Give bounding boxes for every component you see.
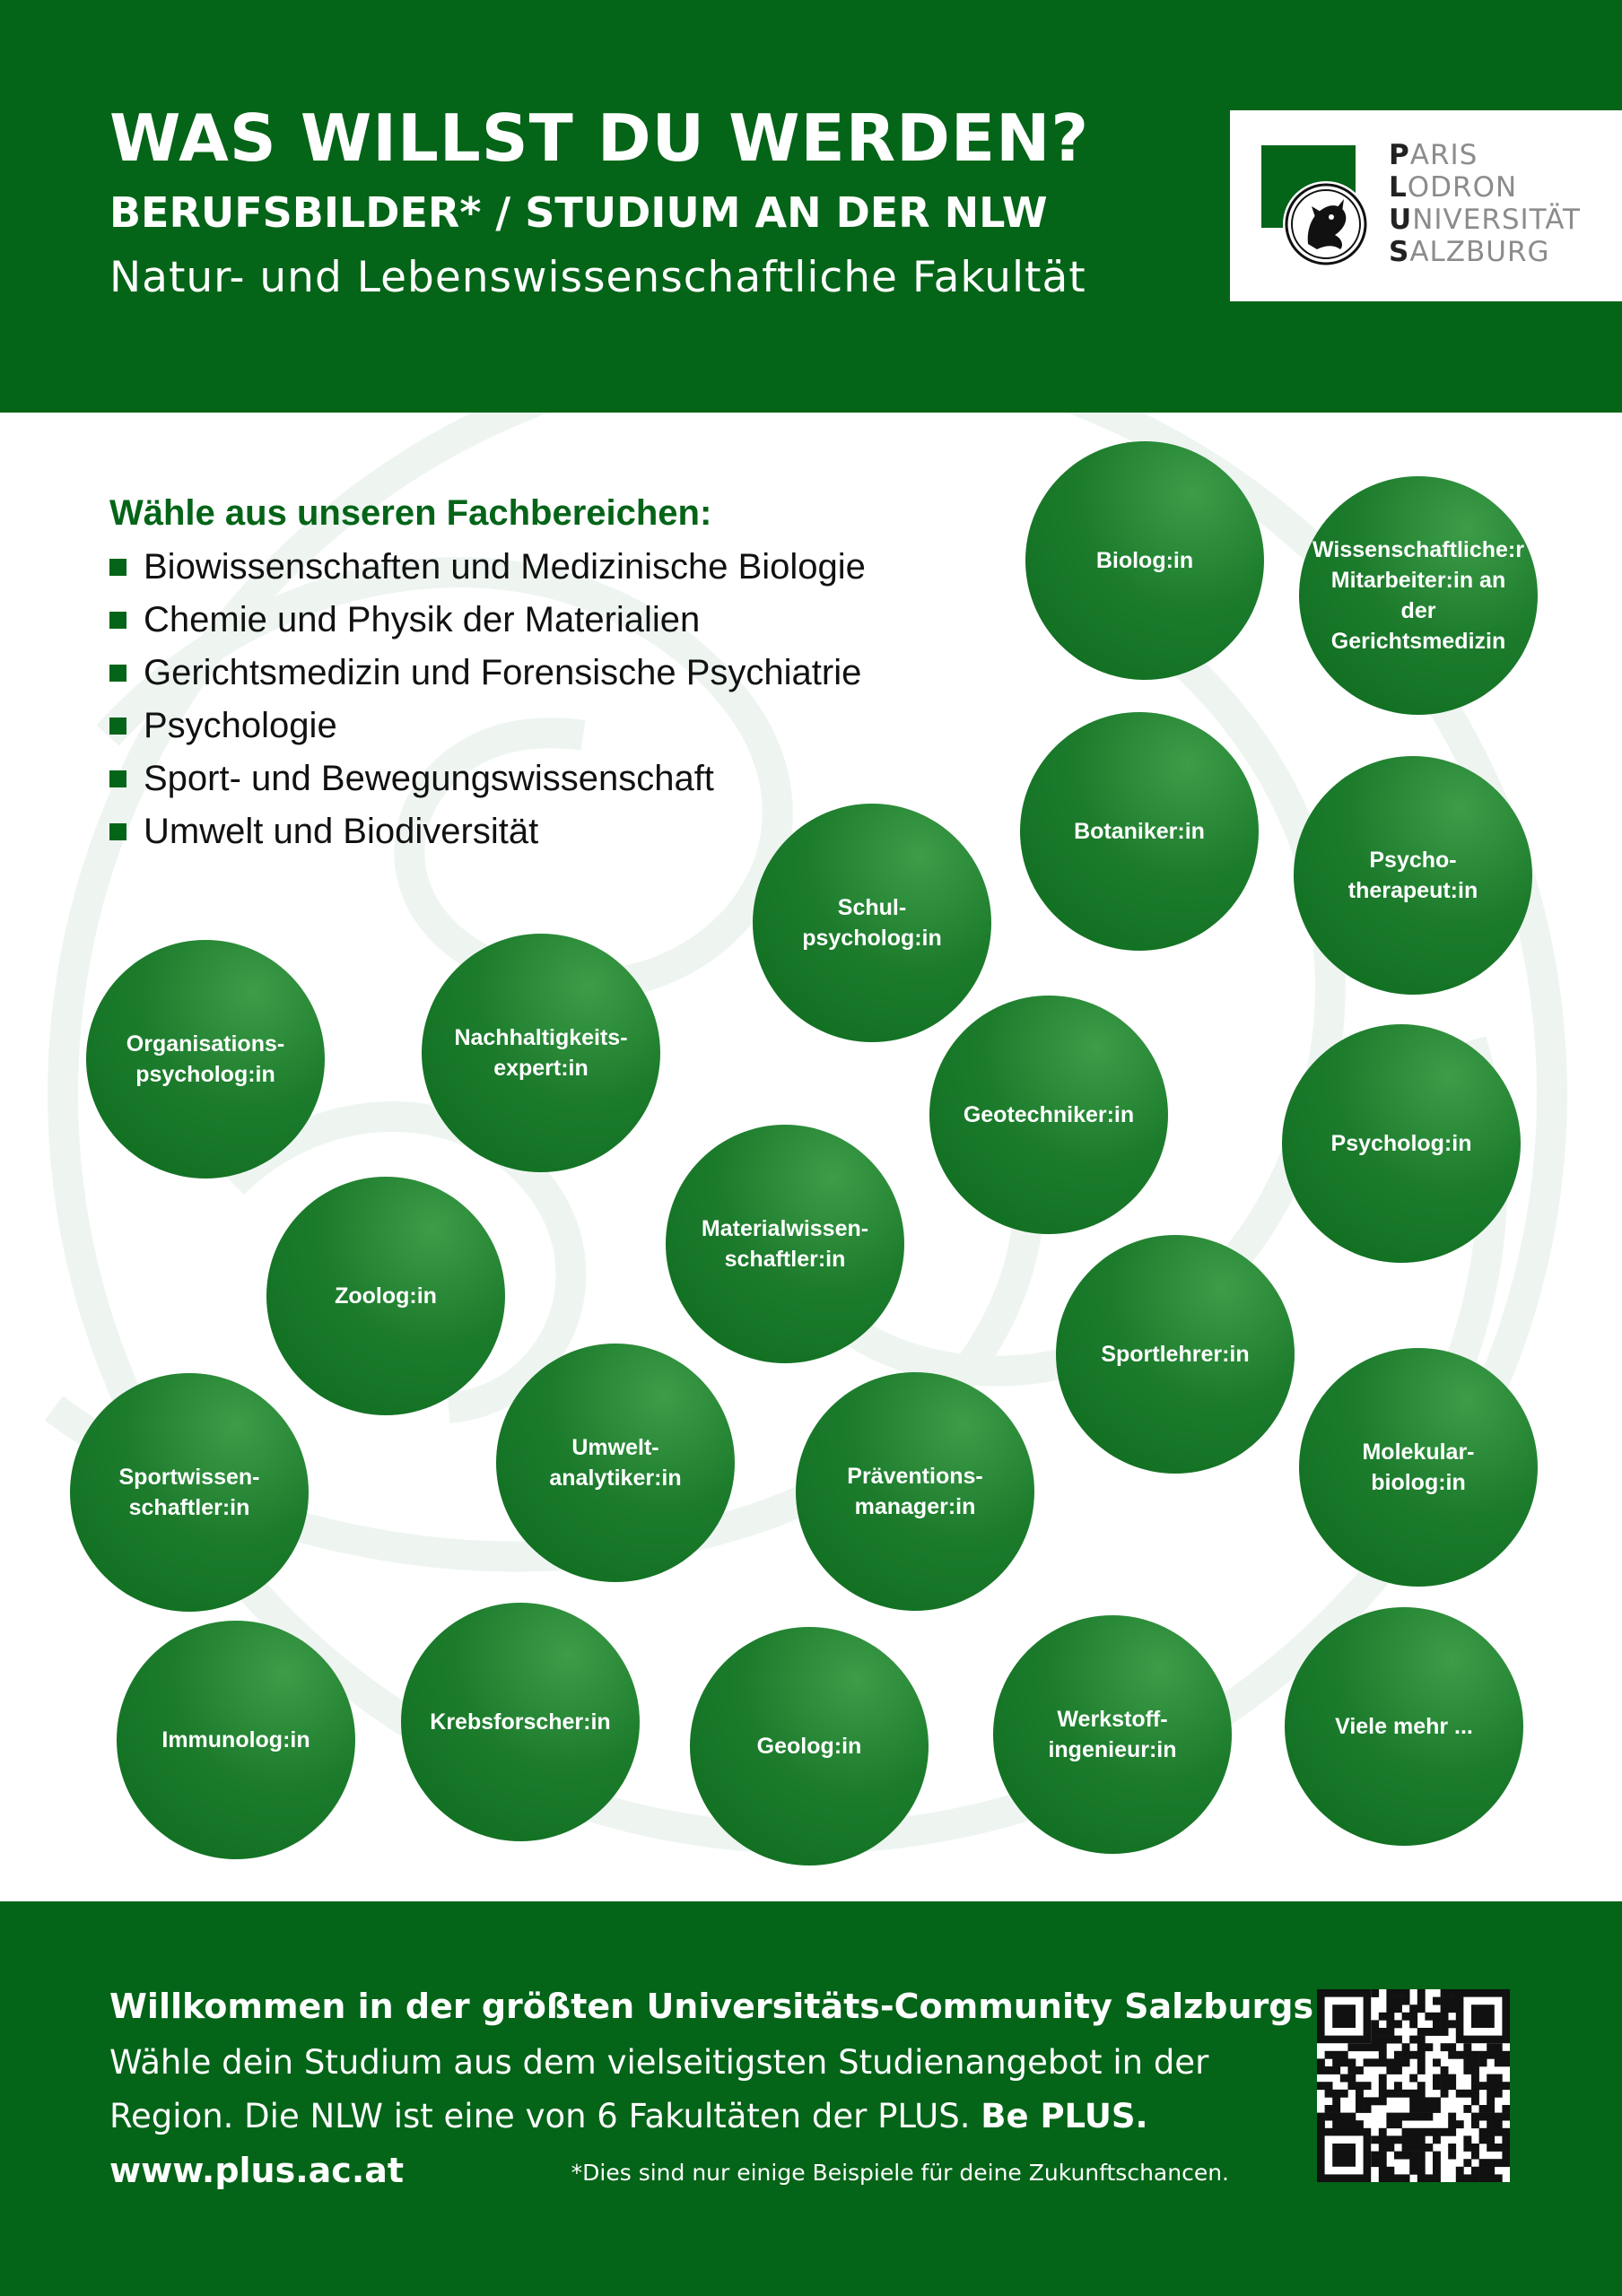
list-item: Chemie und Physik der Materialien	[109, 594, 866, 647]
bullet-square-icon	[109, 718, 126, 735]
footer-body: Wähle dein Studium aus dem vielseitigste…	[109, 2043, 1209, 2135]
fields-heading: Wähle aus unseren Fachbereichen:	[109, 493, 712, 533]
career-bubble-materialwissenschaftlerin: Materialwissen- schaftler:in	[666, 1125, 904, 1363]
list-item: Umwelt und Biodiversität	[109, 805, 866, 858]
list-item: Gerichtsmedizin und Forensische Psychiat…	[109, 647, 866, 700]
page-title: WAS WILLST DU WERDEN?	[109, 100, 1090, 176]
career-bubble-schulpsychologin: Schul- psycholog:in	[753, 804, 991, 1042]
career-bubble-werkstoffingenieurin: Werkstoff- ingenieur:in	[993, 1615, 1232, 1854]
footer-headline: Willkommen in der größten Universitäts-C…	[109, 1987, 1330, 2026]
qr-code-icon[interactable]	[1317, 1989, 1510, 2182]
career-bubble-viele-mehr: Viele mehr ...	[1285, 1607, 1523, 1846]
career-bubble-psychotherapeutin: Psycho- therapeut:in	[1294, 756, 1532, 995]
career-bubble-sportlehrerin: Sportlehrer:in	[1056, 1235, 1295, 1474]
career-bubble-praeventionsmanagerin: Präventions- manager:in	[796, 1372, 1034, 1611]
career-bubble-gerichtsmedizin: Wissenschaftliche:r Mitarbeiter:in an de…	[1299, 476, 1538, 715]
career-bubble-sportwissenschaftlerin: Sportwissen- schaftler:in	[70, 1373, 309, 1612]
faculty-name: Natur- und Lebenswissenschaftliche Fakul…	[109, 253, 1086, 302]
bullet-square-icon	[109, 559, 126, 576]
bullet-square-icon	[109, 770, 126, 787]
career-bubble-umweltanalytikerin: Umwelt- analytiker:in	[496, 1344, 735, 1582]
career-bubble-molekularbiologin: Molekular- biolog:in	[1299, 1348, 1538, 1587]
career-bubble-nachhaltigkeitsexpertin: Nachhaltigkeits- expert:in	[422, 934, 660, 1172]
career-bubble-organisationspsychologin: Organisations- psycholog:in	[86, 940, 325, 1178]
fields-list: Biowissenschaften und Medizinische Biolo…	[109, 541, 866, 858]
footnote: *Dies sind nur einige Beispiele für dein…	[571, 2160, 1229, 2186]
career-bubble-immunologin: Immunolog:in	[117, 1621, 355, 1859]
career-bubble-botanikerin: Botaniker:in	[1020, 712, 1259, 951]
career-bubble-geotechnikerin: Geotechniker:in	[929, 996, 1168, 1234]
be-plus-slogan: Be PLUS.	[981, 2097, 1148, 2135]
bullet-square-icon	[109, 823, 126, 840]
list-item: Sport- und Bewegungswissenschaft	[109, 752, 866, 805]
list-item: Psychologie	[109, 700, 866, 752]
university-logo: PARIS LODRON UNIVERSITÄT SALZBURG	[1230, 110, 1622, 301]
bullet-square-icon	[109, 612, 126, 629]
list-item: Biowissenschaften und Medizinische Biolo…	[109, 541, 866, 594]
career-bubble-zoologin: Zoolog:in	[266, 1177, 505, 1415]
career-bubble-krebsforscherin: Krebsforscher:in	[401, 1603, 640, 1841]
logo-wordmark: PARIS LODRON UNIVERSITÄT SALZBURG	[1389, 139, 1581, 268]
career-bubble-psychologin: Psycholog:in	[1282, 1024, 1521, 1263]
bullet-square-icon	[109, 665, 126, 682]
website-link[interactable]: www.plus.ac.at	[109, 2151, 405, 2190]
university-seal-icon	[1261, 145, 1369, 267]
page-subtitle: BERUFSBILDER* / STUDIUM AN DER NLW	[109, 188, 1048, 237]
career-bubble-geologin: Geolog:in	[690, 1627, 929, 1866]
career-bubble-biologin: Biolog:in	[1025, 441, 1264, 680]
